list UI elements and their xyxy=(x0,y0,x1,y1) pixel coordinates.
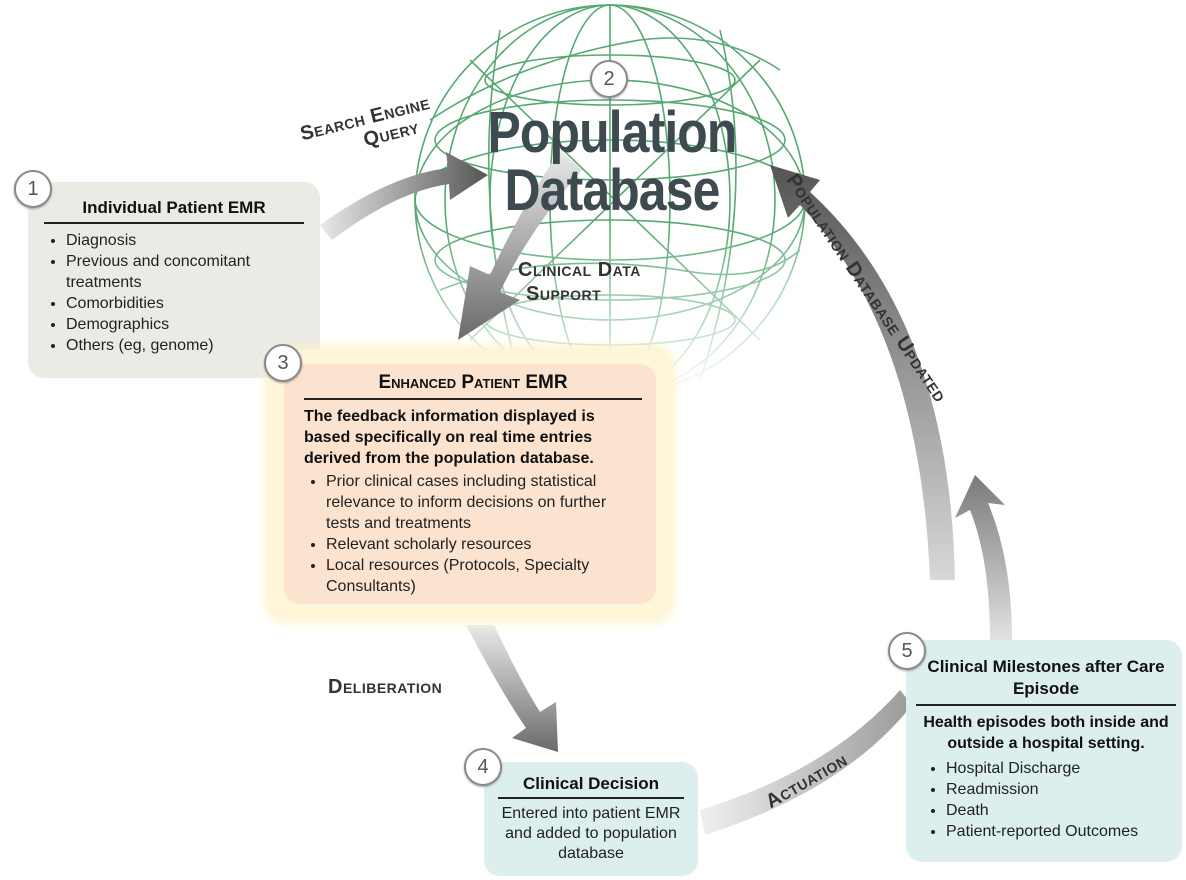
box-intro: Health episodes both inside and outside … xyxy=(923,714,1169,752)
box-title: Clinical Milestones after Care Episode xyxy=(927,657,1165,698)
step-number-2: 2 xyxy=(590,60,628,98)
box-list: Diagnosis Previous and concomitant treat… xyxy=(44,230,304,356)
enhanced-patient-emr-box: Enhanced Patient EMR The feedback inform… xyxy=(284,364,656,604)
population-database-title: Population Database xyxy=(483,104,741,220)
population-updated-arrow-upper xyxy=(770,165,955,580)
list-item: Comorbidities xyxy=(66,293,304,314)
individual-patient-emr-box: Individual Patient EMR Diagnosis Previou… xyxy=(28,182,320,378)
list-item: Patient-reported Outcomes xyxy=(946,821,1176,842)
list-item: Readmission xyxy=(946,779,1176,800)
population-updated-arrow xyxy=(955,475,1012,640)
list-item: Relevant scholarly resources xyxy=(326,534,642,555)
box-title: Enhanced Patient EMR xyxy=(378,372,568,393)
clinical-milestones-box: Clinical Milestones after Care Episode H… xyxy=(906,640,1182,862)
deliberation-label: Deliberation xyxy=(328,676,443,698)
list-item: Others (eg, genome) xyxy=(66,335,304,356)
box-intro: The feedback information displayed is ba… xyxy=(304,408,595,467)
enhanced-patient-emr-outer: Enhanced Patient EMR The feedback inform… xyxy=(270,350,670,618)
label-line: Support xyxy=(526,283,602,305)
step-number-3: 3 xyxy=(264,344,302,382)
box-title: Clinical Decision xyxy=(522,774,660,793)
step-number-4: 4 xyxy=(464,748,502,786)
clinical-decision-box: Clinical Decision Entered into patient E… xyxy=(484,762,698,876)
step-number-5: 5 xyxy=(888,632,926,670)
actuation-arrow xyxy=(700,690,912,835)
list-item: Demographics xyxy=(66,314,304,335)
box-body: Entered into patient EMR and added to po… xyxy=(501,805,681,862)
list-item: Hospital Discharge xyxy=(946,758,1176,779)
list-item: Death xyxy=(946,800,1176,821)
label-line: Clinical Data xyxy=(518,259,641,281)
box-list: Prior clinical cases including statistic… xyxy=(304,471,642,597)
deliberation-arrow xyxy=(466,625,558,752)
list-item: Local resources (Protocols, Specialty Co… xyxy=(326,555,642,597)
step-number-1: 1 xyxy=(14,170,52,208)
box-list: Hospital Discharge Readmission Death Pat… xyxy=(916,758,1176,842)
list-item: Prior clinical cases including statistic… xyxy=(326,471,642,534)
divider xyxy=(44,222,304,224)
clinical-data-support-arrow xyxy=(458,150,582,340)
list-item: Previous and concomitant treatments xyxy=(66,251,304,293)
divider xyxy=(916,704,1176,706)
search-query-arrow xyxy=(320,152,488,240)
title-line-1: Population xyxy=(487,100,737,165)
divider xyxy=(498,797,684,799)
divider xyxy=(304,398,642,400)
box-title: Individual Patient EMR xyxy=(82,198,266,217)
clinical-data-support-label: Clinical Data Support xyxy=(518,258,641,306)
list-item: Diagnosis xyxy=(66,230,304,251)
title-line-2: Database xyxy=(504,158,721,223)
